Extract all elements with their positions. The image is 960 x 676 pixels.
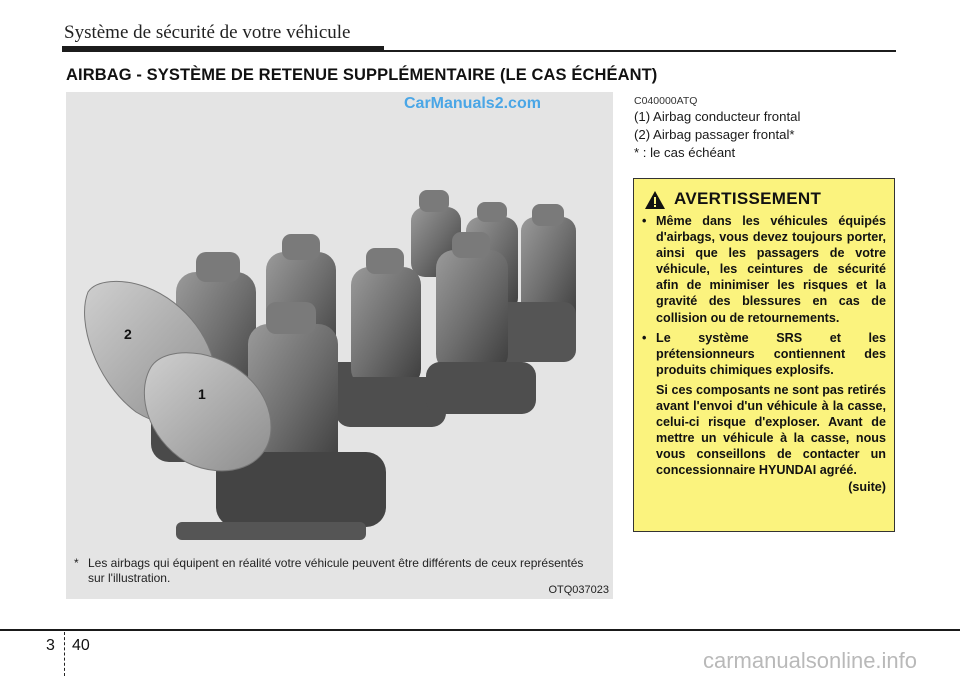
- warning-box: AVERTISSEMENT • Même dans les véhicules …: [633, 178, 895, 532]
- callout-1: 1: [198, 386, 206, 402]
- figure-note-star: *: [74, 556, 79, 570]
- figure-code: OTQ037023: [548, 584, 609, 596]
- warning-heading: AVERTISSEMENT: [674, 189, 822, 208]
- seat-airbag-illustration: 2 1 CarManuals2.com * Les airbags qui éq…: [66, 92, 613, 599]
- warning-list: • Même dans les véhicules équipés d'airb…: [642, 213, 886, 495]
- warning-item-continuation: Si ces composants ne sont pas retirés av…: [656, 382, 886, 478]
- footer-watermark: carmanualsonline.info: [703, 648, 918, 673]
- callout-2: 2: [124, 326, 132, 342]
- warning-item: • Même dans les véhicules équipés d'airb…: [642, 213, 886, 326]
- footer-rule: [0, 629, 960, 631]
- airbags: [84, 280, 272, 472]
- warning-item-text: Le système SRS et les prétensionneurs co…: [656, 330, 886, 377]
- legend-item: (1) Airbag conducteur frontal: [634, 109, 801, 124]
- figure-note-text: Les airbags qui équipent en réalité votr…: [88, 556, 584, 585]
- continued-label: (suite): [848, 479, 886, 494]
- legend-item: (2) Airbag passager frontal*: [634, 127, 795, 142]
- figure-note: * Les airbags qui équipent en réalité vo…: [74, 556, 594, 586]
- page-divider: [64, 632, 65, 676]
- header-rule: [384, 50, 896, 52]
- header-bar: [62, 46, 384, 52]
- warning-item-text: Même dans les véhicules équipés d'airbag…: [656, 214, 886, 325]
- warning-triangle-icon: [645, 191, 665, 209]
- bullet: •: [642, 214, 647, 228]
- seats-drawing: 2 1: [84, 190, 576, 540]
- section-title: AIRBAG - SYSTÈME DE RETENUE SUPPLÉMENTAI…: [66, 66, 658, 84]
- bullet: •: [642, 330, 647, 345]
- figure-watermark: CarManuals2.com: [404, 95, 541, 112]
- legend-item: * : le cas échéant: [634, 145, 736, 160]
- section-code: C040000ATQ: [634, 95, 698, 107]
- chapter-title: Système de sécurité de votre véhicule: [64, 22, 351, 43]
- chapter-number: 3: [46, 637, 55, 654]
- airbag-legend: (1) Airbag conducteur frontal (2) Airbag…: [634, 108, 800, 162]
- warning-item: • Le système SRS et les prétensionneurs …: [642, 330, 886, 378]
- page-number: 40: [72, 637, 90, 654]
